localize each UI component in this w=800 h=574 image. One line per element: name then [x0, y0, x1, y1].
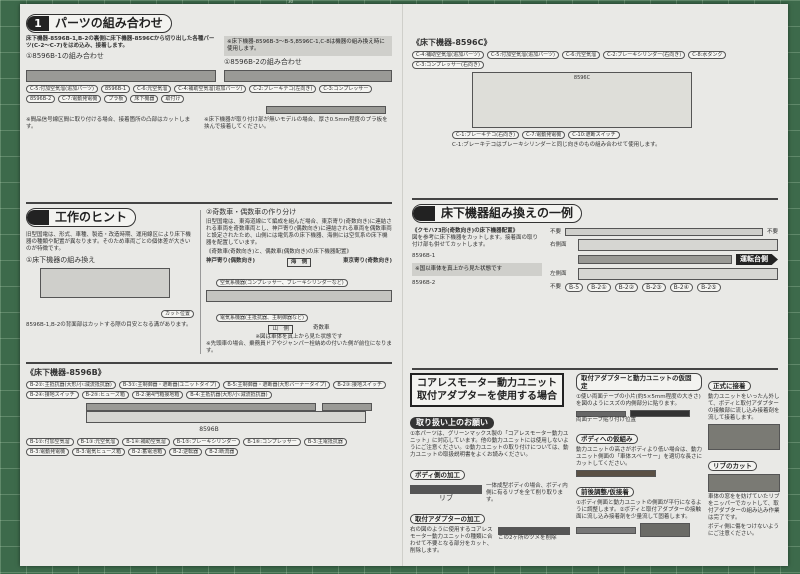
tape-diagram: [576, 410, 626, 417]
section-heading: 工作のヒント: [26, 208, 137, 227]
divider: [26, 362, 392, 364]
motor-unit-diagram: [630, 410, 690, 417]
coreless-motor-col-3: 正式に接着 動力ユニットをいったん外して、ボディと取付アダプターの接触部に流し込…: [708, 381, 780, 537]
odd-even-section: ②奇数車・偶数車の作り分け 旧型国電は、東海道線にて編成を組んだ場合、東京寄り(…: [206, 208, 392, 354]
coreless-motor-col-2: 取付アダプターと動力ユニットの仮固定 ①使い両面テープの小片(約5×5mm程度の…: [576, 373, 702, 537]
underfloor-b1-diagram: [26, 70, 216, 82]
direction-arrow: 運転台側: [736, 254, 778, 265]
section-8596c: 《床下機器-8596C》 C-4:補助空気溜(追加パーツ) C-5:付加空気溜(…: [412, 38, 778, 149]
step-4-heading: ボディへの仮組み: [576, 434, 638, 444]
adjust-diagram: [576, 526, 636, 534]
left-side-diagram: [578, 268, 778, 280]
step-5-heading: 前後調整/仮接着: [576, 487, 634, 497]
parts-note: ※床下機器-8596B-3～B-5,8596C-1,C-8は機器の組み換え時に使…: [224, 36, 392, 56]
section-8596b: 《床下機器-8596B》 B-2②:主抵抗器(大形/小:減流抵抗器) B-3①:…: [26, 368, 392, 456]
underfloor-frame: [86, 411, 366, 423]
divider: [412, 198, 778, 200]
step-1-heading: ボディ側の加工: [410, 470, 466, 480]
section-tips: 工作のヒント 旧型国電は、形式、車種、製造・改造時期、運用線区により床下機器の種…: [26, 208, 194, 329]
glue-photo-2: [708, 424, 780, 450]
underfloor-b2-diagram: [224, 70, 392, 82]
coreless-motor-col-1: コアレスモーター動力ユニット取付アダプターを使用する場合 取り扱い上のお願い ①…: [410, 373, 570, 555]
step-7-heading: リブのカット: [708, 461, 757, 471]
middle-diagram: [578, 255, 732, 264]
parts-labels: C-5:付加空気溜(追加パーツ) 8596B-1 C-6:元空気溜 C-4:補助…: [26, 85, 392, 103]
8596b-top-labels: B-2②:主抵抗器(大形/小:減流抵抗器) B-3①:主制御器・遮断器(ユニット…: [26, 381, 392, 399]
underfloor-8596b-diagram: [86, 403, 316, 411]
fold-line: [402, 4, 403, 566]
divider: [412, 368, 778, 370]
underfloor-layout-diagram: [565, 228, 763, 236]
car-layout-diagram: [206, 290, 392, 302]
8596c-bottom-labels: C-1:ブレーキテコ(右向き) C-7:電動発電機 C-10:遮断スイッチ: [452, 131, 778, 139]
adapter-diagram: [498, 527, 570, 535]
caution-heading: 取り扱い上のお願い: [410, 417, 494, 429]
glue-photo: [640, 523, 690, 537]
mat-ruler: 30: [288, 0, 294, 4]
divider: [26, 202, 392, 204]
coreless-motor-heading: コアレスモーター動力ユニット取付アダプターを使用する場合: [410, 373, 564, 407]
body-fit-diagram: [576, 470, 656, 477]
right-side-diagram: [578, 239, 778, 251]
step-6-heading: 正式に接着: [708, 381, 751, 391]
step-3-heading: 取付アダプターと動力ユニットの仮固定: [576, 373, 702, 391]
8596c-top-labels: C-4:補助空気溜(追加パーツ) C-5:付加空気溜(追加パーツ) C-6:元空…: [412, 51, 778, 69]
step-2-heading: 取付アダプターの加工: [410, 514, 485, 524]
body-rib-diagram: [410, 484, 482, 494]
8596b-bottom-labels: B-1②:付加空気溜 B-1③:元空気溜 B-1④:補助空気溜 B-1⑤:ブレー…: [26, 438, 392, 456]
b4-diagram: [322, 403, 372, 411]
cut-diagram: [40, 268, 170, 298]
column-divider: [200, 210, 201, 354]
plate-diagram: [266, 106, 386, 114]
sprue-8596c-diagram: 8596C: [472, 72, 692, 128]
rib-cut-photo: [708, 474, 780, 492]
section-heading: 床下機器組み換えの一例: [412, 204, 583, 223]
section-rearrangement-example: 床下機器組み換えの一例 《クモハ73形(奇数向き)の床下機器配置》 図を参考に床…: [412, 204, 778, 292]
